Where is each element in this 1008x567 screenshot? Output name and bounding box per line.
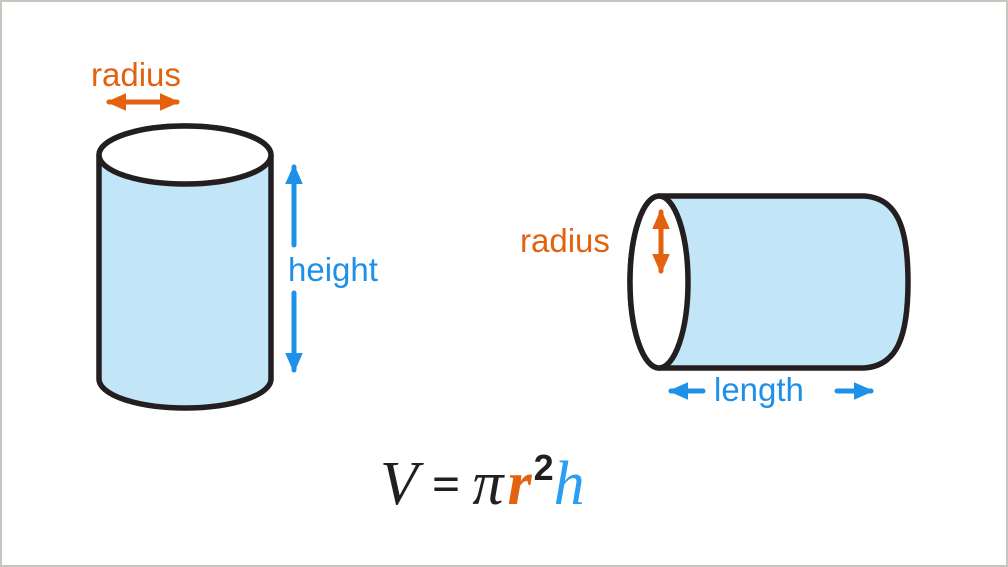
height-symbol: h bbox=[553, 450, 585, 518]
exponent: 2 bbox=[533, 447, 554, 488]
pi-symbol: π bbox=[472, 450, 504, 518]
vertical-cylinder-top-face bbox=[96, 123, 274, 187]
volume-formula: V=πr2h bbox=[380, 448, 585, 518]
radius-label-left: radius bbox=[91, 56, 181, 93]
volume-symbol: V bbox=[380, 450, 418, 518]
horizontal-cylinder bbox=[627, 193, 911, 371]
length-label: length bbox=[714, 371, 804, 408]
horizontal-cylinder-end-face bbox=[627, 193, 691, 371]
height-label: height bbox=[288, 251, 378, 288]
radius-symbol: r bbox=[507, 450, 532, 518]
radius-label-right: radius bbox=[520, 222, 610, 259]
equals-sign: = bbox=[431, 456, 461, 512]
vertical-cylinder bbox=[96, 123, 274, 411]
